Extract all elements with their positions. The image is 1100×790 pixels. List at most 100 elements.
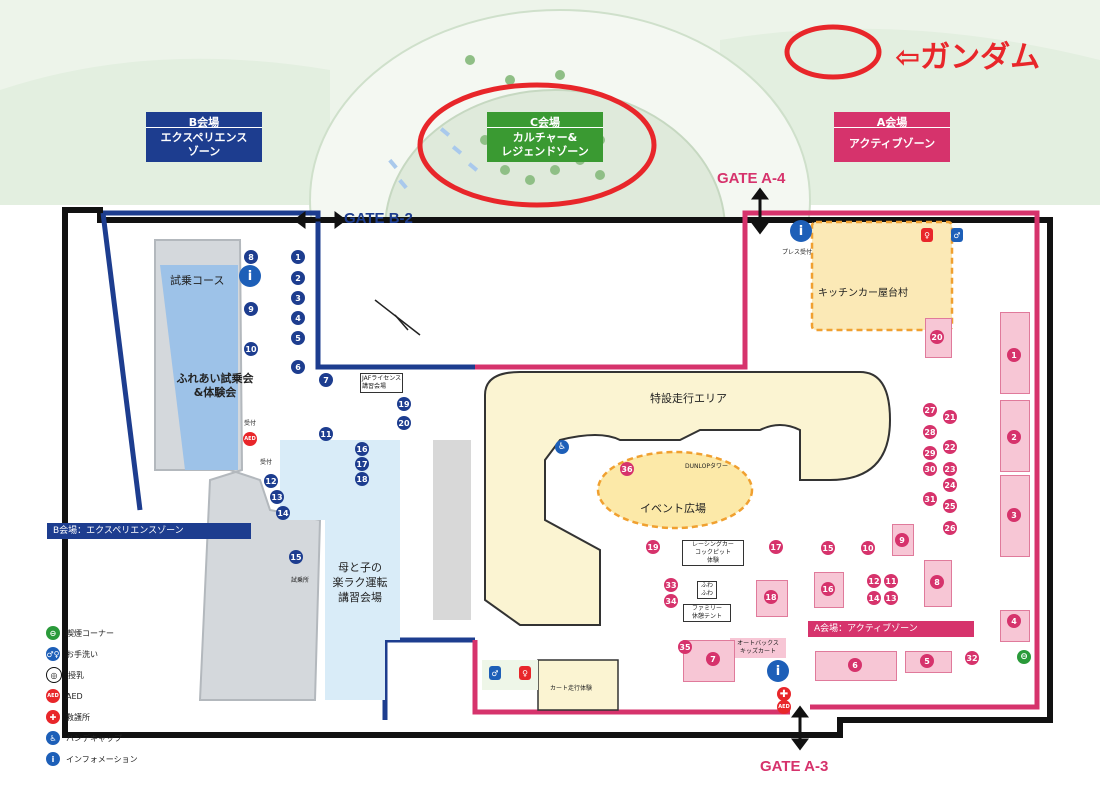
first-aid-icon: ✚: [777, 687, 791, 701]
restroom-icon: ♀: [921, 228, 933, 242]
information-icon: i: [46, 752, 60, 766]
press-reception-label: プレス受付: [782, 249, 813, 256]
handicap-icon: ♿: [555, 440, 569, 454]
reception-label-2: 受付: [260, 459, 273, 466]
booth-number: 1: [1007, 348, 1021, 362]
information-icon: i: [239, 265, 261, 287]
c-hall-highlight-circle: [417, 82, 657, 208]
haha-ko-label: 母と子の 楽ラク運転 講習会場: [332, 561, 388, 604]
information-icon: i: [767, 660, 789, 682]
a-hall-title: A会場: [876, 116, 908, 129]
booth-number: 20: [930, 330, 944, 344]
smoking-icon: ⊖: [46, 626, 60, 640]
booth-number: 11: [319, 427, 333, 441]
first-aid-icon: ✚: [46, 710, 60, 724]
jaf-license-label: JAFライセンス 講習会場: [360, 373, 404, 393]
booth-number: 35: [678, 640, 692, 654]
booth-number: 14: [276, 506, 290, 520]
booth-number: 21: [943, 410, 957, 424]
event-plaza-label: イベント広場: [640, 502, 706, 515]
booth-number: 1: [291, 250, 305, 264]
event-plaza: [596, 450, 754, 530]
booth-number: 26: [943, 521, 957, 535]
a-zone-boundary-right: [475, 210, 1040, 710]
booth-number: 33: [664, 578, 678, 592]
gate-b2-label: GATE B-2: [344, 210, 413, 227]
booth-number: 8: [244, 250, 258, 264]
booth-number: 24: [943, 478, 957, 492]
booth-number: 4: [1007, 614, 1021, 628]
booth-number: 3: [1007, 508, 1021, 522]
booth-number: 10: [861, 541, 875, 555]
kitchen-car-label: キッチンカー屋台村: [818, 288, 908, 299]
kart-label: カート走行体験: [550, 685, 593, 692]
booth-number: 16: [821, 582, 835, 596]
legend-row: ♿ハンデキャップ: [46, 731, 122, 745]
legend-label: 救護所: [66, 712, 90, 722]
special-driving-label: 特設走行エリア: [650, 392, 727, 405]
gundam-annotation-label: ⇦ガンダム: [895, 40, 1041, 75]
booth-number: 4: [291, 311, 305, 325]
legend-label: お手洗い: [66, 649, 98, 659]
booth-number: 30: [923, 462, 937, 476]
smoking-icon: ⊖: [1017, 650, 1031, 664]
handicap-icon: ♿: [46, 731, 60, 745]
aed-icon: AED: [243, 432, 257, 446]
fureai-label: ふれあい試乗会 &体験会: [176, 372, 254, 399]
legend-label: インフォメーション: [66, 754, 138, 764]
booth-number: 8: [930, 575, 944, 589]
family-tent-label: ファミリー 休憩テント: [683, 604, 731, 622]
grey-strip: [433, 440, 471, 620]
legend-label: AED: [66, 691, 83, 701]
legend-row: ♂♀ お手洗い: [46, 647, 98, 661]
c-hall-title: C会場: [529, 116, 561, 129]
booth-number: 13: [270, 490, 284, 504]
booth-number: 5: [920, 654, 934, 668]
booth-number: 17: [355, 457, 369, 471]
dunlop-tower-label: DUNLOPタワー: [685, 463, 728, 470]
booth-number: 14: [867, 591, 881, 605]
a-hall-subtitle: アクティブゾーン: [848, 137, 936, 150]
racing-cockpit-label: レーシングカー コックピット 体験: [682, 540, 744, 566]
booth-number: 18: [355, 472, 369, 486]
b-zone-boundary-left: [100, 212, 143, 511]
restroom-icon: ♂♀: [46, 647, 60, 661]
b-hall-divider: [146, 127, 262, 128]
b-zone-banner: B会場：エクスペリエンスゾーン: [47, 523, 251, 539]
fureai-area: [160, 265, 238, 470]
a-zone-banner: A会場：アクティブゾーン: [808, 621, 974, 637]
legend-label: 授乳: [68, 670, 84, 680]
test-course-label: 試乗コース: [170, 274, 225, 287]
booth-number: 15: [821, 541, 835, 555]
booth-number: 10: [244, 342, 258, 356]
aed-icon: AED: [777, 700, 791, 714]
gundam-circle: [784, 24, 882, 80]
booth-number: 29: [923, 446, 937, 460]
legend-row: ◎授乳: [46, 667, 84, 683]
gate-a4-label: GATE A-4: [717, 170, 786, 187]
a-zone-boundary-bottom: [472, 640, 790, 715]
legend-label: 喫煙コーナー: [66, 628, 114, 638]
compass-icon: [374, 299, 421, 336]
booth-number: 23: [943, 462, 957, 476]
booth-number: 34: [664, 594, 678, 608]
booth-number: 31: [923, 492, 937, 506]
booth-number: 32: [965, 651, 979, 665]
booth-number: 7: [319, 373, 333, 387]
booth-number: 20: [397, 416, 411, 430]
legend-row: ✚ 救護所: [46, 710, 90, 724]
booth-number: 12: [264, 474, 278, 488]
a-hall-divider: [834, 127, 950, 128]
restroom-icon: ♂: [489, 666, 501, 680]
booth-number: 5: [291, 331, 305, 345]
booth-number: 18: [764, 590, 778, 604]
test-drive-station-label: 試乗所: [291, 577, 310, 584]
booth-number: 17: [769, 540, 783, 554]
autobacs-kids-kart-label: オートバックス キッズカート: [730, 638, 786, 658]
booth-number: 6: [291, 360, 305, 374]
a-hall-banner: A会場 アクティブゾーン: [834, 112, 950, 162]
legend-row: i インフォメーション: [46, 752, 138, 766]
b-zone-boundary-top: [103, 210, 475, 370]
booth-number: 11: [884, 574, 898, 588]
